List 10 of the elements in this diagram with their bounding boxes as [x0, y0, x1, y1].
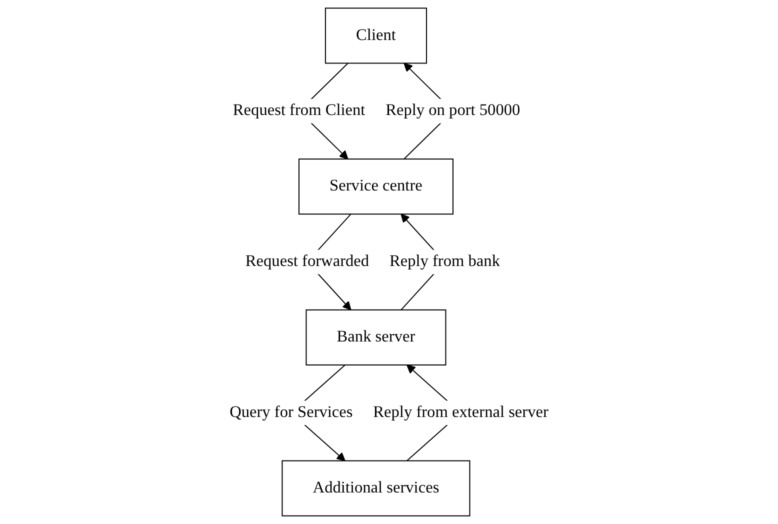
node-box: Client	[324, 8, 427, 64]
edge-label: Request forwarded	[245, 252, 370, 270]
edge-label: Reply from bank	[389, 252, 500, 270]
edge-label: Query for Services	[230, 404, 353, 422]
edge-label: Reply on port 50000	[386, 102, 520, 120]
node-box: Additional services	[282, 460, 470, 516]
edge-label: Reply from external server	[373, 404, 548, 422]
node-box: Service centre	[298, 158, 454, 215]
edge-label: Request from Client	[232, 102, 366, 120]
node-box: Bank server	[306, 309, 446, 366]
